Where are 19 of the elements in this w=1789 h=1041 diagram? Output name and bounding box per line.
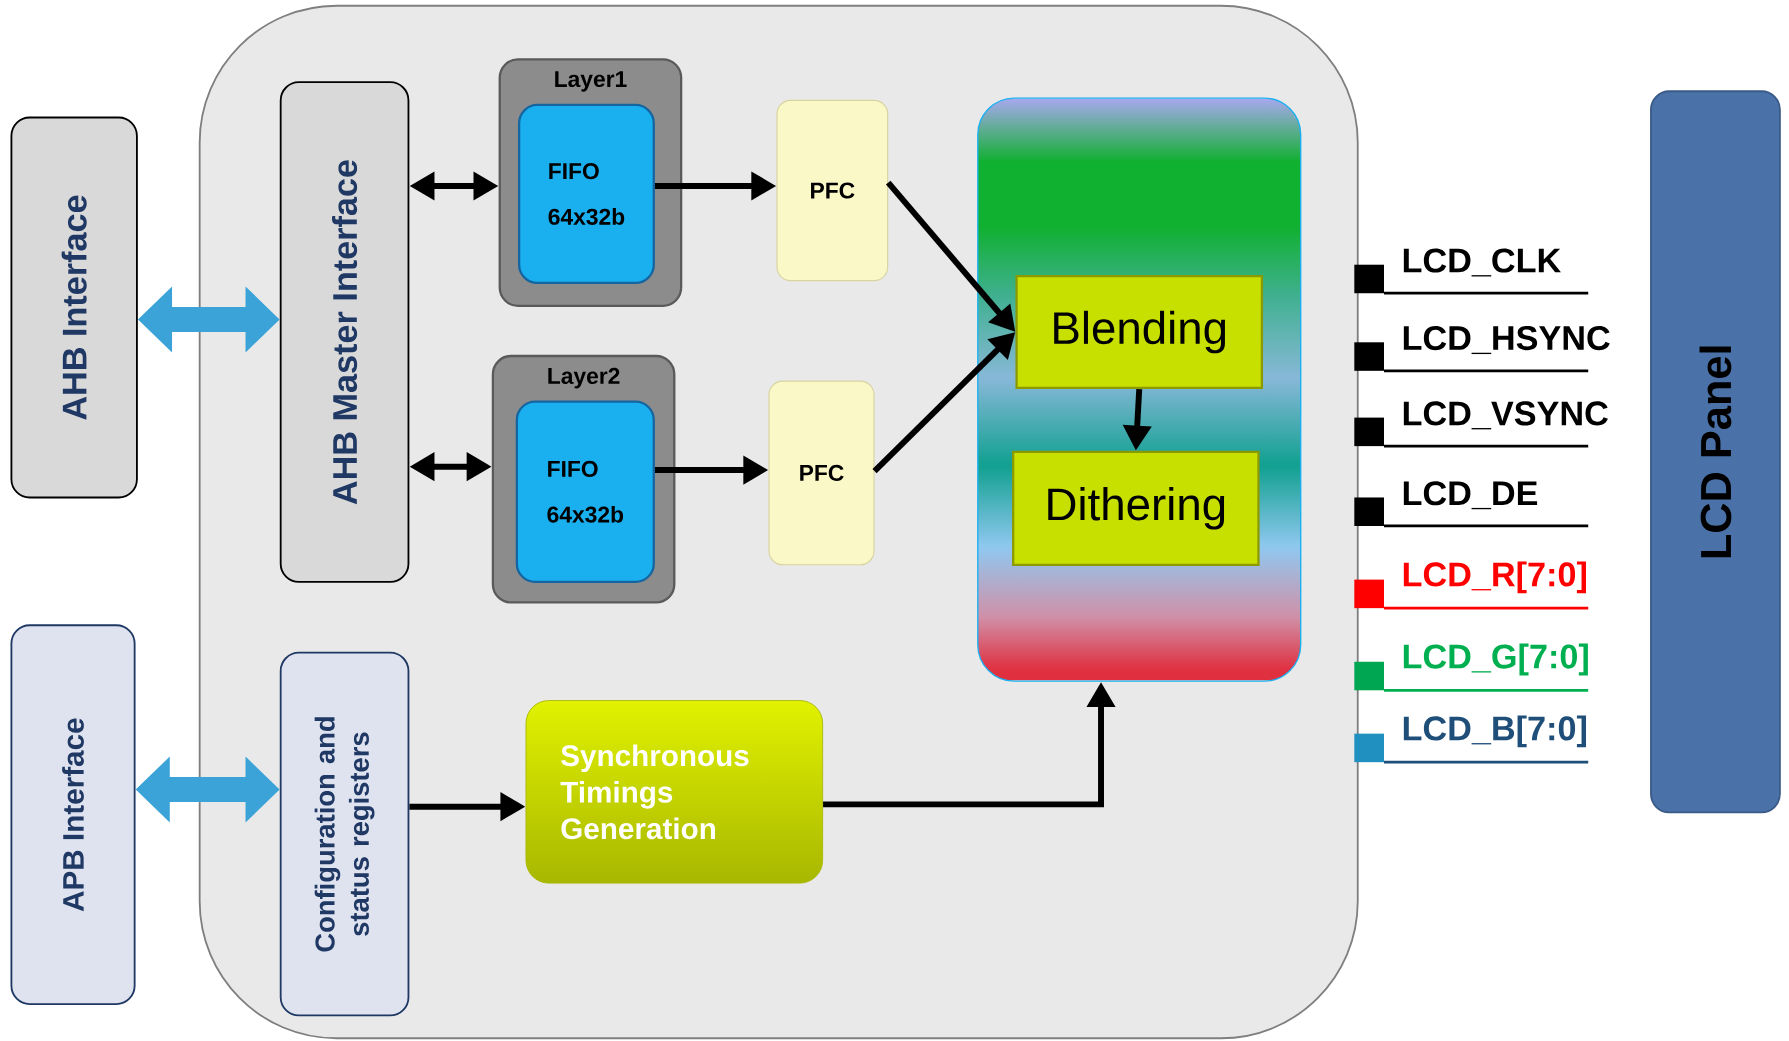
signal-label: LCD_DE xyxy=(1403,481,1538,510)
interface-box: AHB Interface xyxy=(10,116,138,499)
lcd-panel-box: LCD Panel xyxy=(1650,90,1781,814)
interface-box: APB Interface xyxy=(10,624,136,1006)
signal-label: LCD_CLK xyxy=(1403,248,1561,277)
process-box: Blending xyxy=(1015,275,1264,390)
pfc-box: PFC xyxy=(776,100,889,282)
process-box: Synchronous Timings Generation xyxy=(525,700,824,884)
pfc-box: PFC xyxy=(768,380,875,566)
signal-label: LCD_G[7:0] xyxy=(1403,643,1588,676)
interface-box: AHB Master Interface xyxy=(279,81,410,584)
signal-label: LCD_B[7:0] xyxy=(1403,715,1586,748)
register-box: Configuration and status registers xyxy=(279,651,410,1017)
process-box: Dithering xyxy=(1012,450,1260,567)
signal-label: LCD_HSYNC xyxy=(1403,326,1610,355)
signal-label: LCD_R[7:0] xyxy=(1403,561,1586,594)
signal-label: LCD_VSYNC xyxy=(1403,401,1608,430)
fifo-box: FIFO 64x32b xyxy=(515,400,655,584)
fifo-box: FIFO 64x32b xyxy=(518,104,655,285)
